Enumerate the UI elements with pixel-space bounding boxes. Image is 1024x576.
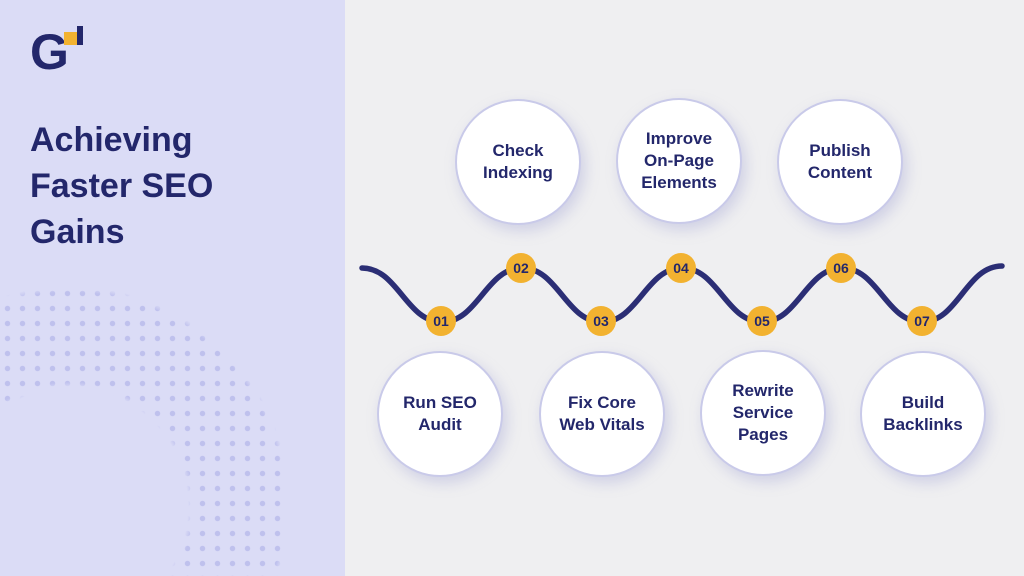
step-label: Publish Content <box>807 140 873 182</box>
step-number: 07 <box>914 313 930 329</box>
step-circle-run-seo-audit: Run SEO Audit <box>377 351 503 477</box>
step-badge-02: 02 <box>506 253 536 283</box>
step-number: 03 <box>593 313 609 329</box>
step-number: 06 <box>833 260 849 276</box>
step-number: 02 <box>513 260 529 276</box>
step-circle-improve-on-page-elements: Improve On-Page Elements <box>616 98 742 224</box>
step-circle-rewrite-service-pages: Rewrite Service Pages <box>700 350 826 476</box>
logo-yellow-square-icon <box>64 32 77 45</box>
halftone-dots-decoration <box>0 286 290 576</box>
logo-letter: G <box>30 24 69 80</box>
step-label: Fix Core Web Vitals <box>559 392 645 434</box>
step-number: 01 <box>433 313 449 329</box>
step-number: 04 <box>673 260 689 276</box>
step-label: Build Backlinks <box>883 392 963 434</box>
step-label: Run SEO Audit <box>403 392 477 434</box>
page-title: Achieving Faster SEO Gains <box>30 121 214 251</box>
step-number: 05 <box>754 313 770 329</box>
brand-logo: G <box>30 22 90 82</box>
step-label: Improve On-Page Elements <box>641 128 717 193</box>
step-circle-build-backlinks: Build Backlinks <box>860 351 986 477</box>
step-badge-06: 06 <box>826 253 856 283</box>
step-circle-check-indexing: Check Indexing <box>455 99 581 225</box>
step-badge-05: 05 <box>747 306 777 336</box>
step-circle-fix-core-web-vitals: Fix Core Web Vitals <box>539 351 665 477</box>
logo-navy-bar-icon <box>77 26 83 45</box>
step-label: Check Indexing <box>483 140 553 182</box>
step-circle-publish-content: Publish Content <box>777 99 903 225</box>
step-badge-01: 01 <box>426 306 456 336</box>
step-badge-03: 03 <box>586 306 616 336</box>
sidebar-panel: G Achieving Faster SEO Gains <box>0 0 345 576</box>
step-badge-07: 07 <box>907 306 937 336</box>
step-badge-04: 04 <box>666 253 696 283</box>
step-label: Rewrite Service Pages <box>732 380 794 445</box>
